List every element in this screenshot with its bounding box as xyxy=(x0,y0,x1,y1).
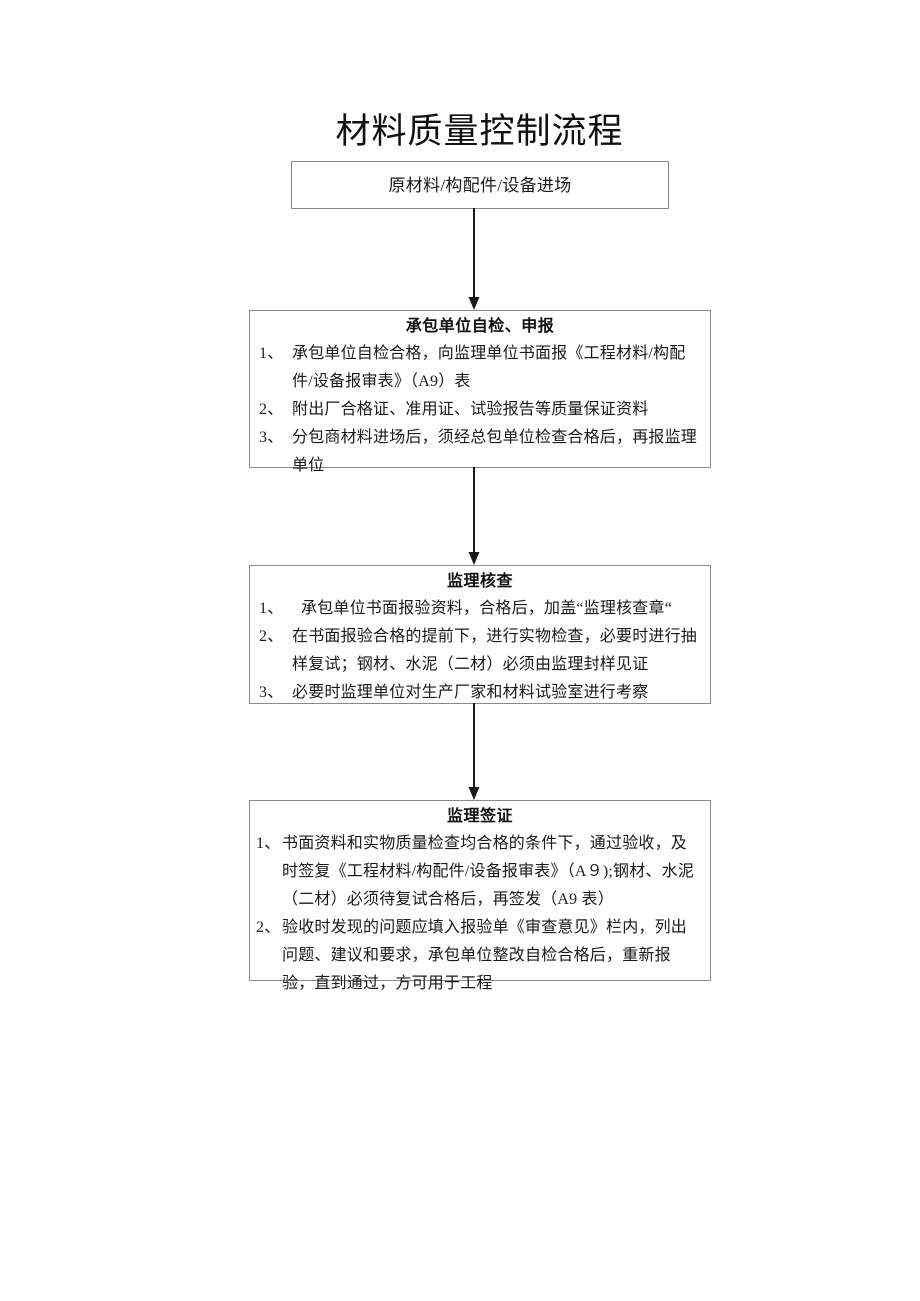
list-item-text: 在书面报验合格的提前下，进行实物检查，必要时进行抽样复试；钢材、水泥（二材）必须… xyxy=(292,628,698,673)
list-item-number: 2、 xyxy=(256,919,281,936)
list-item-number: 1、 xyxy=(256,835,281,852)
flow-node-entry-label: 原材料/构配件/设备进场 xyxy=(388,176,572,195)
flow-node-step-1: 承包单位自检、申报 1、 承包单位自检合格，向监理单位书面报《工程材料/构配件/… xyxy=(249,310,711,474)
flow-node-step-1-header: 承包单位自检、申报 xyxy=(405,318,555,335)
list-item-text: 分包商材料进场后，须经总包单位检查合格后，再报监理单位 xyxy=(292,429,698,474)
list-item: 2、 验收时发现的问题应填入报验单《审查意见》栏内，列出问题、建议和要求，承包单… xyxy=(250,914,710,998)
list-item: 3、 必要时监理单位对生产厂家和材料试验室进行考察 xyxy=(250,679,710,707)
arrow-step2-to-step3-icon xyxy=(466,703,482,801)
list-item-text: 必要时监理单位对生产厂家和材料试验室进行考察 xyxy=(292,684,649,701)
list-item: 2、 附出厂合格证、准用证、试验报告等质量保证资料 xyxy=(250,396,710,424)
list-item-number: 1、 xyxy=(259,345,284,362)
flow-node-entry: 原材料/构配件/设备进场 xyxy=(291,161,669,209)
flow-node-step-1-list: 1、 承包单位自检合格，向监理单位书面报《工程材料/构配件/设备报审表》（A9）… xyxy=(250,340,710,480)
list-item-number: 2、 xyxy=(259,401,284,418)
flow-node-step-2-header: 监理核查 xyxy=(446,573,513,590)
list-item: 1、 承包单位自检合格，向监理单位书面报《工程材料/构配件/设备报审表》（A9）… xyxy=(250,340,710,396)
flow-node-step-2: 监理核查 1、 承包单位书面报验资料，合格后，加盖“监理核查章“ 2、 在书面报… xyxy=(249,565,711,704)
list-item-text: 附出厂合格证、准用证、试验报告等质量保证资料 xyxy=(292,401,649,418)
list-item-text: 承包单位自检合格，向监理单位书面报《工程材料/构配件/设备报审表》（A9）表 xyxy=(292,345,686,390)
list-item-number: 3、 xyxy=(259,429,284,446)
list-item: 1、 书面资料和实物质量检查均合格的条件下，通过验收，及时签复《工程材料/构配件… xyxy=(250,830,710,914)
list-item-text: 书面资料和实物质量检查均合格的条件下，通过验收，及时签复《工程材料/构配件/设备… xyxy=(282,835,695,908)
flow-node-step-3-list: 1、 书面资料和实物质量检查均合格的条件下，通过验收，及时签复《工程材料/构配件… xyxy=(250,830,710,998)
list-item-number: 3、 xyxy=(259,684,284,701)
flow-node-step-3-header: 监理签证 xyxy=(446,808,513,825)
list-item-number: 1、 xyxy=(259,600,284,617)
arrow-entry-to-step1-icon xyxy=(466,208,482,311)
list-item: 1、 承包单位书面报验资料，合格后，加盖“监理核查章“ xyxy=(250,595,710,623)
list-item: 2、 在书面报验合格的提前下，进行实物检查，必要时进行抽样复试；钢材、水泥（二材… xyxy=(250,623,710,679)
flow-node-step-2-list: 1、 承包单位书面报验资料，合格后，加盖“监理核查章“ 2、 在书面报验合格的提… xyxy=(250,595,710,707)
flow-node-step-3: 监理签证 1、 书面资料和实物质量检查均合格的条件下，通过验收，及时签复《工程材… xyxy=(249,800,711,992)
list-item-text: 承包单位书面报验资料，合格后，加盖“监理核查章“ xyxy=(301,600,673,617)
list-item-number: 2、 xyxy=(259,628,284,645)
page-title: 材料质量控制流程 xyxy=(335,112,624,151)
list-item-text: 验收时发现的问题应填入报验单《审查意见》栏内，列出问题、建议和要求，承包单位整改… xyxy=(282,919,688,992)
list-item: 3、 分包商材料进场后，须经总包单位检查合格后，再报监理单位 xyxy=(250,424,710,480)
arrow-step1-to-step2-icon xyxy=(466,467,482,566)
